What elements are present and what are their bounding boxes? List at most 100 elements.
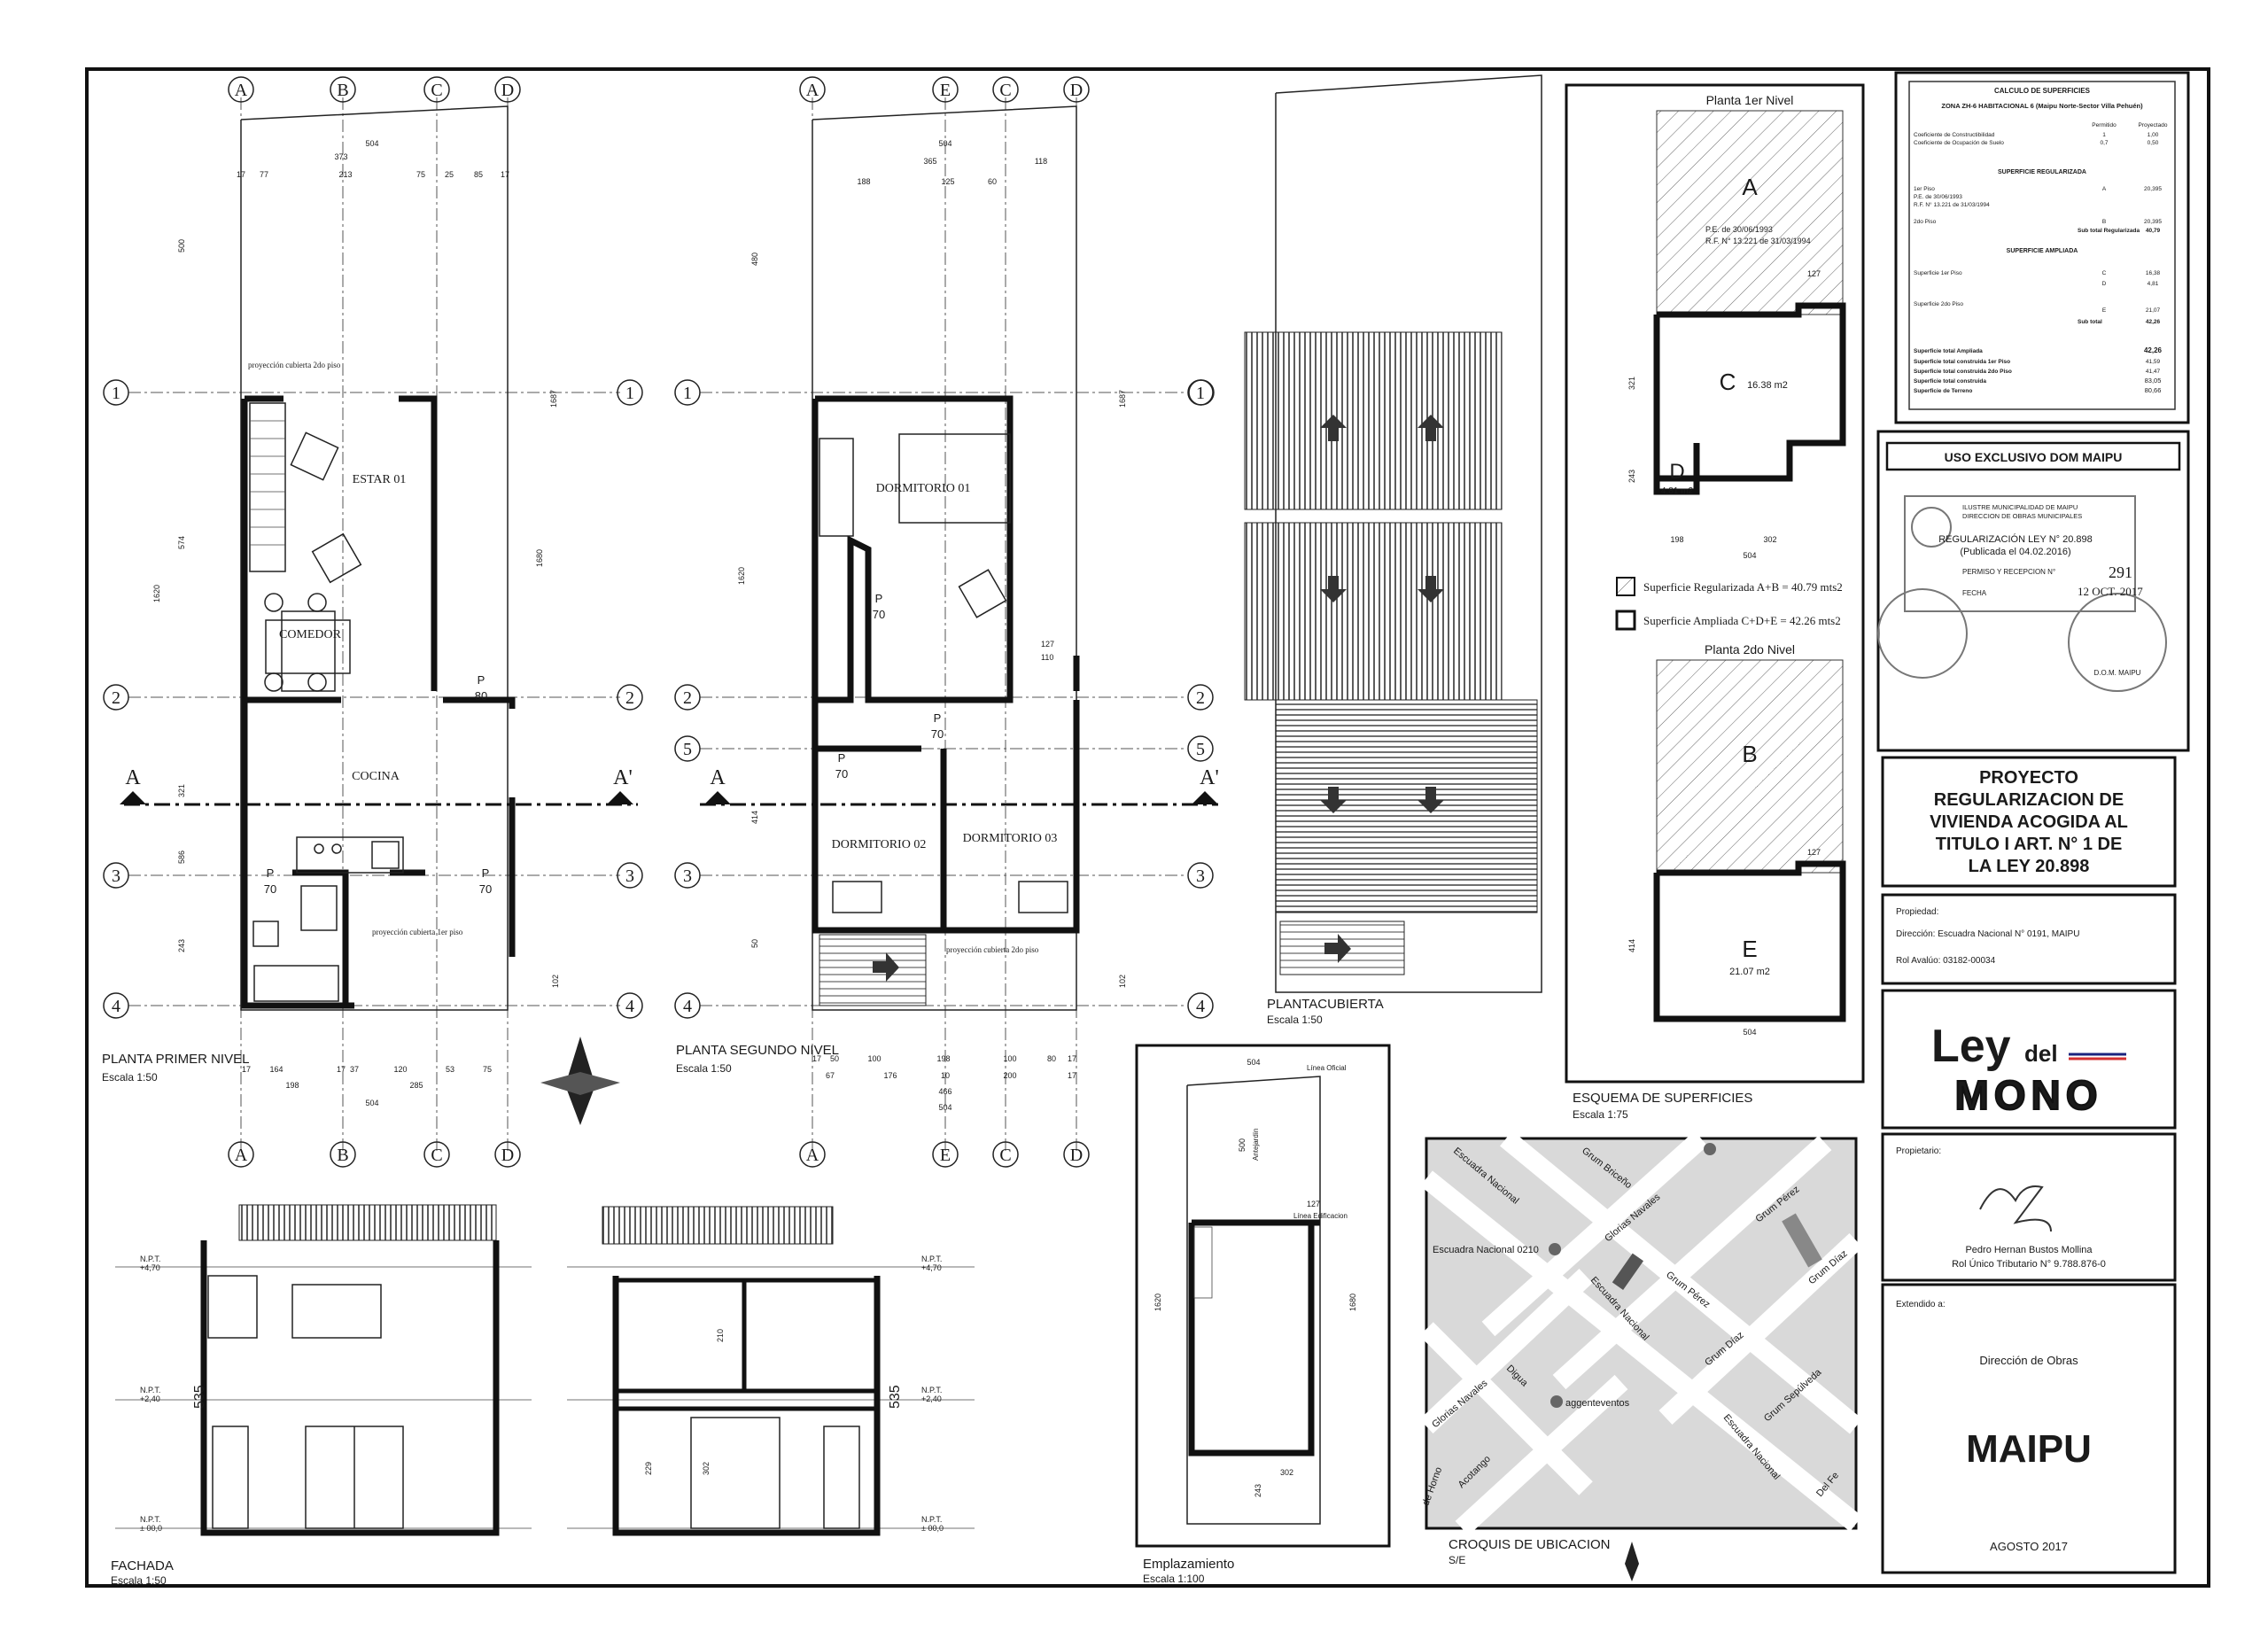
site-label: Línea Oficial <box>1307 1064 1347 1072</box>
zone-label: A <box>1742 174 1758 200</box>
axis-label: 4 <box>112 997 120 1016</box>
dom-panel: USO EXCLUSIVO DOM MAIPU ILUSTRE MUNICIPA… <box>1938 450 2143 677</box>
calc-col: Proyectado <box>2139 122 2168 128</box>
npt-label: N.P.T. <box>921 1255 942 1263</box>
dimension: 504 <box>1743 551 1756 560</box>
site-labels: Línea Oficial Línea Edificacion Antejard… <box>1143 1058 1357 1585</box>
dimension: 504 <box>1743 1028 1756 1037</box>
dimension: 243 <box>1627 470 1636 483</box>
dimension: 80 <box>1047 1054 1056 1063</box>
issued-date: AGOSTO 2017 <box>1990 1540 2068 1553</box>
stamp-date: 12 OCT. 2017 <box>2078 585 2143 598</box>
npt-value: +4,70 <box>140 1263 160 1272</box>
dimension: 118 <box>1035 157 1047 166</box>
axis-label: 4 <box>683 997 692 1016</box>
dimension: 321 <box>177 784 186 797</box>
calc-cell: E <box>2102 307 2107 314</box>
project-title-line: VIVIENDA ACOGIDA AL <box>1930 812 2128 832</box>
site-label: Antejardín <box>1252 1129 1260 1161</box>
property-rol: Rol Avalúo: 03182-00034 <box>1896 956 1996 966</box>
room-label: COMEDOR <box>279 628 342 641</box>
dimension: 102 <box>551 975 560 988</box>
dimension: 198 <box>1670 535 1683 544</box>
calc-cell: 20,395 <box>2144 219 2162 225</box>
dimension: 1687 <box>549 390 558 408</box>
calc-total: Superficie total construida 1er Piso <box>1914 359 2010 365</box>
calc-cell: 1er Piso <box>1914 186 1935 192</box>
calc-total: Superficie de Terreno <box>1914 388 1972 394</box>
calc-cell: 1,00 <box>2148 132 2159 138</box>
schematic-note: P.E. de 30/06/1993 <box>1705 225 1773 234</box>
calc-cell: B <box>2102 219 2106 225</box>
dimension: 414 <box>1627 939 1636 952</box>
calc-cell: A <box>2102 186 2107 192</box>
ground-labels: ESTAR 01 COMEDOR COCINA proyección cubie… <box>102 361 492 1084</box>
dimension: 127 <box>1307 1200 1320 1208</box>
dimension: 37 <box>350 1065 359 1074</box>
room-label: COCINA <box>352 770 400 783</box>
door-label: P <box>482 866 490 880</box>
calc-cell: 20,395 <box>2144 186 2162 192</box>
height-dimension: 535 <box>888 1385 903 1409</box>
stamp-text: PERMISO Y RECEPCION N° <box>1962 568 2055 576</box>
dom-panel-frame <box>1876 430 2190 752</box>
owner-signature <box>1979 1185 2052 1232</box>
dimension: 198 <box>936 1054 950 1063</box>
dimension: 504 <box>938 139 951 148</box>
property-block: Propiedad: Dirección: Escuadra Nacional … <box>1896 907 2079 966</box>
stamp-text: DIRECCION DE OBRAS MUNICIPALES <box>1962 512 2082 520</box>
calc-cell: 16,38 <box>2146 270 2161 276</box>
calc-total: 41,47 <box>2146 369 2161 375</box>
room-label: DORMITORIO 03 <box>963 832 1058 845</box>
dimension: 77 <box>260 170 268 179</box>
dimension: 17 <box>1068 1054 1076 1063</box>
calc-total: Superficie total construida <box>1914 378 1986 385</box>
dimension: 1620 <box>152 585 161 602</box>
axis-label: 3 <box>625 866 634 886</box>
dimension: 213 <box>338 170 352 179</box>
project-title-line: LA LEY 20.898 <box>1969 857 2090 876</box>
door-label: P <box>838 751 846 765</box>
plan-scale: Escala 1:50 <box>1267 1014 1323 1026</box>
project-title-line: TITULO I ART. N° 1 DE <box>1936 835 2123 854</box>
axis-label: 5 <box>683 740 692 759</box>
axis-label: A <box>235 81 248 100</box>
location-map <box>1419 1130 1863 1536</box>
ground-axis-top <box>228 76 521 1168</box>
ground-dimensions: 504 373 17 77 213 75 25 85 17 17 164 17 … <box>152 139 560 1107</box>
axis-label: C <box>431 1146 442 1165</box>
npt-value: +2,40 <box>921 1395 942 1403</box>
axis-label: 4 <box>1196 997 1205 1016</box>
map-poi: aggenteventos <box>1565 1398 1630 1409</box>
npt-label: N.P.T. <box>140 1515 160 1524</box>
elevation-labels: N.P.T. +4,70 N.P.T. +2,40 N.P.T. ± 00,0 … <box>111 1255 944 1587</box>
axis-label: D <box>1070 1146 1083 1165</box>
axis-label: A <box>806 1146 819 1165</box>
door-label: P <box>478 673 485 687</box>
zone-area: 4.81 m2 <box>1661 486 1694 496</box>
dimension: 17 <box>501 170 509 179</box>
sheet-border <box>85 67 2210 1588</box>
calc-section: SUPERFICIE AMPLIADA <box>2007 248 2078 254</box>
zone-area: 21.07 m2 <box>1729 967 1770 977</box>
axis-label: 1 <box>683 384 692 403</box>
axis-label: B <box>337 81 348 100</box>
issued-block: Extendido a: Dirección de Obras MAIPU AG… <box>1896 1300 2092 1553</box>
owner-label: Propietario: <box>1896 1146 1941 1156</box>
schematic-scale: Escala 1:75 <box>1573 1108 1628 1121</box>
door-label: 70 <box>931 727 944 741</box>
dimension: 210 <box>716 1329 725 1342</box>
axis-label: 2 <box>112 688 120 708</box>
property-address: Dirección: Escuadra Nacional N° 0191, MA… <box>1896 929 2079 939</box>
dimension: 100 <box>867 1054 881 1063</box>
door-label: 70 <box>264 882 276 896</box>
project-title-block: PROYECTO REGULARIZACION DE VIVIENDA ACOG… <box>1930 768 2128 876</box>
room-label: DORMITORIO 01 <box>876 482 971 495</box>
zone-label: E <box>1742 936 1757 962</box>
dimension: 127 <box>1807 269 1821 278</box>
calc-table-frame <box>1894 71 2190 424</box>
axis-label: 3 <box>683 866 692 886</box>
plan-title: PLANTACUBIERTA <box>1267 997 1384 1012</box>
dimension: 102 <box>1118 975 1127 988</box>
